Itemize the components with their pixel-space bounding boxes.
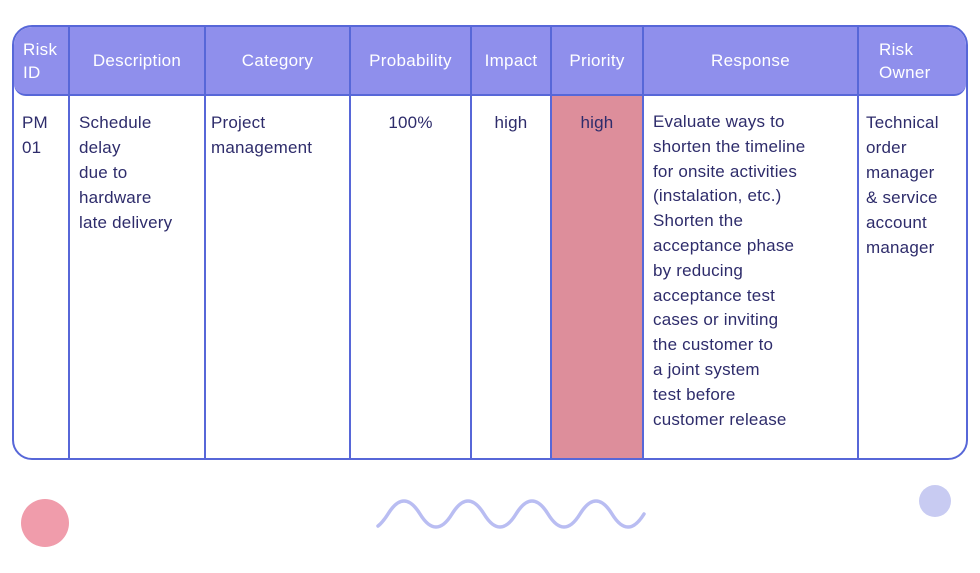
header-cell-category: Category <box>206 27 349 96</box>
header-cell-risk-id: Risk ID <box>14 27 68 96</box>
wavy-line-decoration <box>376 499 646 529</box>
column-description: Description Schedule delay due to hardwa… <box>68 27 204 458</box>
column-impact: Impact high <box>470 27 550 458</box>
header-cell-impact: Impact <box>472 27 550 96</box>
header-cell-probability: Probability <box>351 27 470 96</box>
header-cell-response: Response <box>644 27 857 96</box>
risk-register-table: Risk ID PM 01 Description Schedule delay… <box>12 25 968 460</box>
cell-category: Project management <box>211 113 313 157</box>
column-priority: Priority high <box>550 27 642 458</box>
pink-circle-decoration <box>21 499 69 547</box>
column-category: Category Project management <box>204 27 349 458</box>
cell-probability: 100% <box>388 113 433 132</box>
header-cell-risk-owner: Risk Owner <box>859 27 966 96</box>
column-probability: Probability 100% <box>349 27 470 458</box>
cell-impact: high <box>494 113 528 132</box>
column-response: Response Evaluate ways to shorten the ti… <box>642 27 857 458</box>
cell-description: Schedule delay due to hardware late deli… <box>79 113 173 232</box>
column-risk-id: Risk ID PM 01 <box>14 27 68 458</box>
cell-risk-id: PM 01 <box>22 113 48 157</box>
column-risk-owner: Risk Owner Technical order manager & ser… <box>857 27 966 458</box>
cell-priority-highlight: high <box>552 96 642 458</box>
cell-response: Evaluate ways to shorten the timeline fo… <box>653 112 806 429</box>
header-cell-description: Description <box>70 27 204 96</box>
cell-risk-owner: Technical order manager & service accoun… <box>866 113 939 257</box>
header-cell-priority: Priority <box>552 27 642 96</box>
lavender-circle-decoration <box>919 485 951 517</box>
